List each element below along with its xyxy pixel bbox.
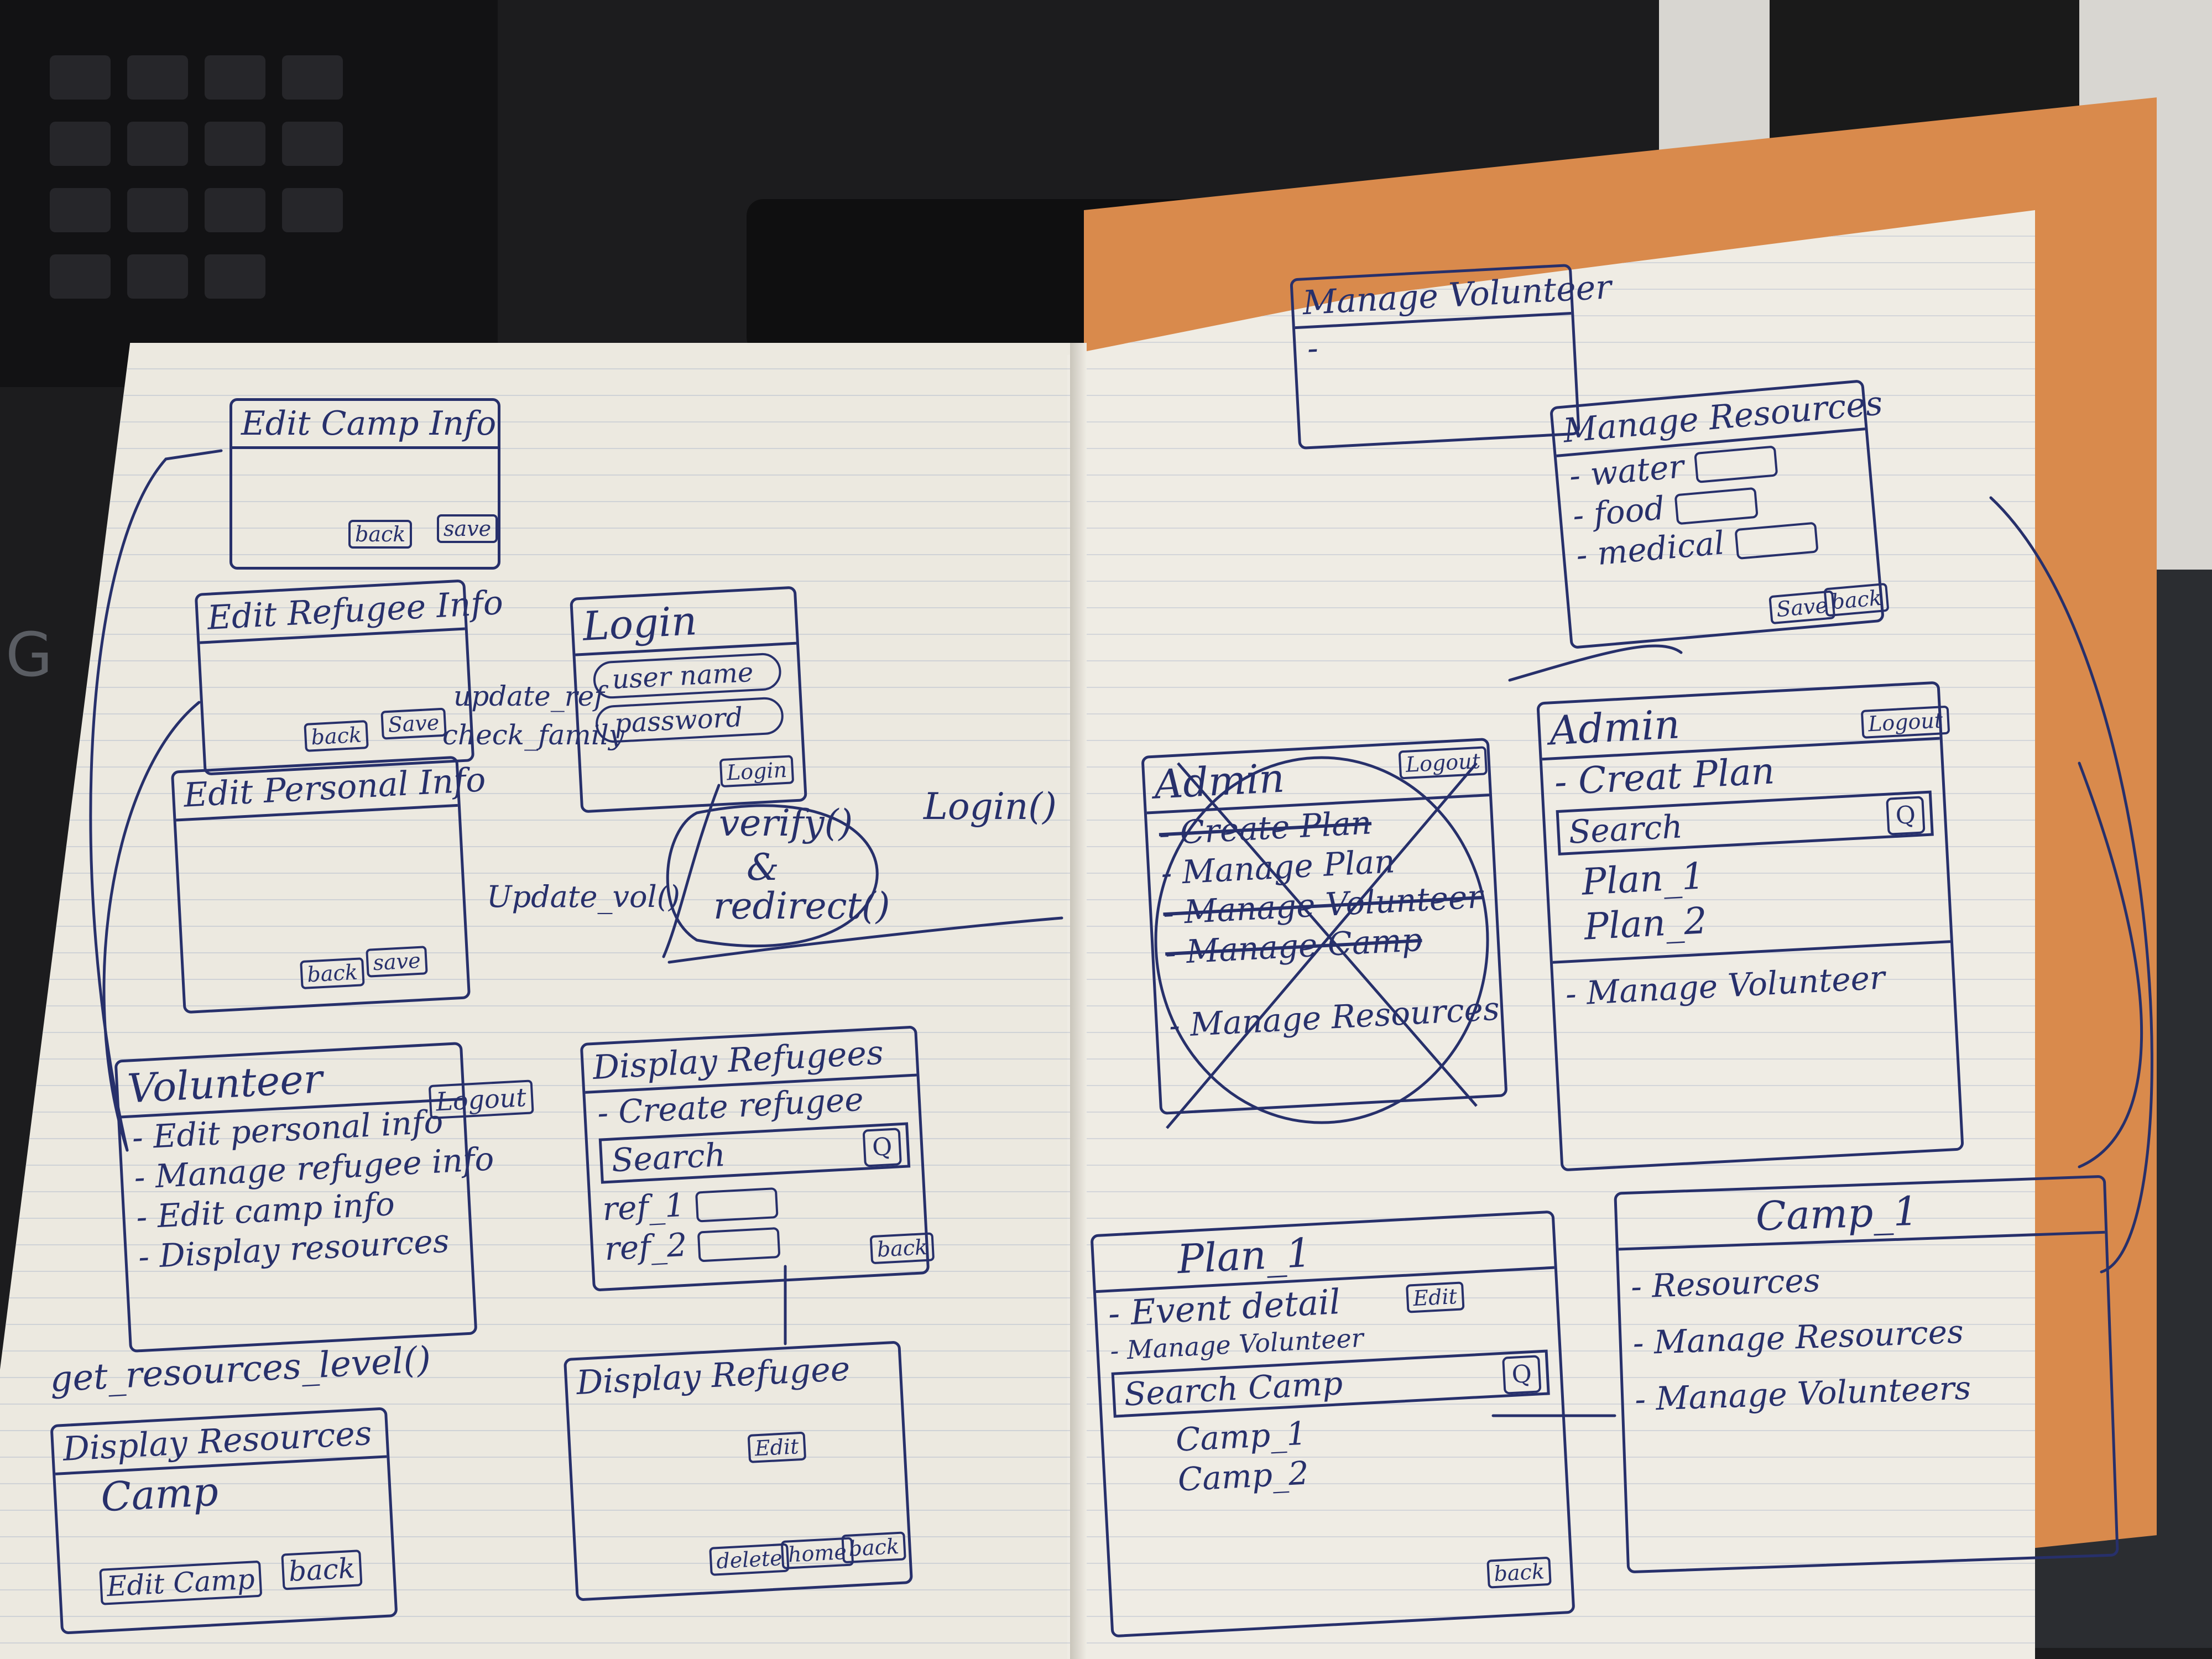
key — [127, 254, 188, 299]
keyboard — [0, 0, 498, 387]
display-refugee-back-button[interactable]: back — [841, 1531, 907, 1564]
cross-scribble — [1154, 756, 1489, 1124]
edit-refugee-info-title: Edit Refugee Info — [197, 582, 504, 644]
edit-camp-button[interactable]: Edit Camp — [99, 1560, 263, 1605]
edit-refugee-back-button[interactable]: back — [304, 719, 369, 752]
admin-search-label: Search — [1567, 807, 1684, 851]
manage-resources-back-button[interactable]: back — [1823, 582, 1890, 617]
admin-manage-volunteer[interactable]: - Manage Volunteer — [1564, 958, 1886, 1013]
key — [205, 188, 265, 232]
camp-resources[interactable]: - Resources — [1630, 1261, 1821, 1306]
search-icon[interactable]: Q — [1886, 796, 1926, 836]
display-refugee-sketch: Display Refugee Edit delete home back — [563, 1340, 914, 1601]
medical-input[interactable] — [1734, 521, 1819, 560]
display-refugees-back-button[interactable]: back — [869, 1232, 935, 1265]
plan-back-button[interactable]: back — [1486, 1556, 1552, 1589]
display-resources-back-button[interactable]: back — [281, 1550, 363, 1590]
edit-personal-info-title: Edit Personal Info — [174, 758, 487, 822]
camp-search-label: Search Camp — [1123, 1364, 1344, 1413]
key — [50, 188, 111, 232]
key — [205, 122, 265, 166]
resource-food-label: - food — [1571, 489, 1667, 535]
refugee-row-1-label: ref_1 — [601, 1186, 686, 1228]
edit-personal-info-sketch: Edit Personal Info back save — [170, 755, 487, 1014]
edit-refugee-save-button[interactable]: Save — [380, 707, 447, 740]
camp-manage-volunteers[interactable]: - Manage Volunteers — [1634, 1369, 1972, 1418]
key — [50, 55, 111, 100]
verify-note: verify() — [719, 802, 853, 844]
edit-camp-back-button[interactable]: back — [348, 520, 413, 549]
refugee-search-bar[interactable]: Search Q — [598, 1122, 911, 1184]
right-page — [1067, 210, 2035, 1659]
update-ref-note: update_ref — [453, 680, 604, 712]
logo-g-icon: G — [6, 619, 53, 690]
cross-line-2 — [1166, 762, 1478, 1129]
edit-camp-save-button[interactable]: save — [437, 514, 498, 543]
display-refugee-edit-button[interactable]: Edit — [747, 1431, 806, 1463]
search-icon[interactable]: Q — [1502, 1355, 1542, 1395]
username-field[interactable]: user name — [592, 652, 782, 700]
refugee-row-2-label: ref_2 — [603, 1225, 688, 1268]
login-button[interactable]: Login — [719, 755, 795, 788]
manage-volunteer-sketch: Manage Volunteer - — [1290, 263, 1613, 450]
key — [282, 188, 343, 232]
food-input[interactable] — [1674, 487, 1759, 525]
search-icon[interactable]: Q — [862, 1128, 902, 1167]
manage-resources-sketch: Manage Resources - water - food - medica… — [1549, 379, 1890, 650]
key — [127, 188, 188, 232]
check-family-note: check_family — [442, 719, 625, 751]
edit-personal-back-button[interactable]: back — [300, 957, 365, 990]
water-input[interactable] — [1693, 445, 1778, 484]
key — [282, 122, 343, 166]
login-function-note: Login() — [924, 785, 1057, 828]
display-refugees-sketch: Display Refugees - Create refugee Search… — [580, 1025, 935, 1292]
redirect-note: redirect() — [713, 885, 890, 927]
volunteer-logout-button[interactable]: Logout — [428, 1079, 534, 1120]
camp-manage-resources[interactable]: - Manage Resources — [1632, 1312, 1964, 1362]
notebook-spine — [1070, 343, 1087, 1659]
key — [127, 55, 188, 100]
and-note: & — [747, 846, 779, 889]
cross-line-1 — [1177, 762, 1478, 1107]
edit-refugee-info-sketch: Edit Refugee Info back Save — [194, 579, 504, 776]
admin-logout-button[interactable]: Logout — [1860, 705, 1950, 739]
edit-camp-info-sketch: Edit Camp Info back save — [229, 398, 500, 570]
refugee-row-1-box[interactable] — [695, 1187, 779, 1223]
key — [205, 55, 265, 100]
edit-personal-save-button[interactable]: save — [366, 946, 428, 978]
plan-1-sketch: Plan_1 - Event detail - Manage Volunteer… — [1090, 1210, 1575, 1638]
scribble-cross — [1154, 756, 1489, 1129]
camp-1-sketch: Camp_1 - Resources - Manage Resources - … — [1614, 1175, 2119, 1574]
key — [50, 122, 111, 166]
key — [205, 254, 265, 299]
display-resources-sketch: Display Resources Camp Edit Camp back — [50, 1407, 398, 1635]
login-sketch: Login user name password Login — [570, 586, 807, 813]
refugee-row-2-box[interactable] — [697, 1227, 781, 1262]
key — [282, 55, 343, 100]
edit-camp-info-title: Edit Camp Info — [232, 401, 498, 449]
delete-button[interactable]: delete — [709, 1543, 790, 1576]
volunteer-sketch: Volunteer - Edit personal info - Manage … — [114, 1041, 534, 1353]
plan-edit-button[interactable]: Edit — [1405, 1281, 1465, 1313]
key — [127, 122, 188, 166]
update-vol-note: Update_vol() — [487, 879, 680, 914]
refugee-search-label: Search — [611, 1135, 727, 1180]
key — [50, 254, 111, 299]
login-title: Login — [572, 588, 797, 656]
